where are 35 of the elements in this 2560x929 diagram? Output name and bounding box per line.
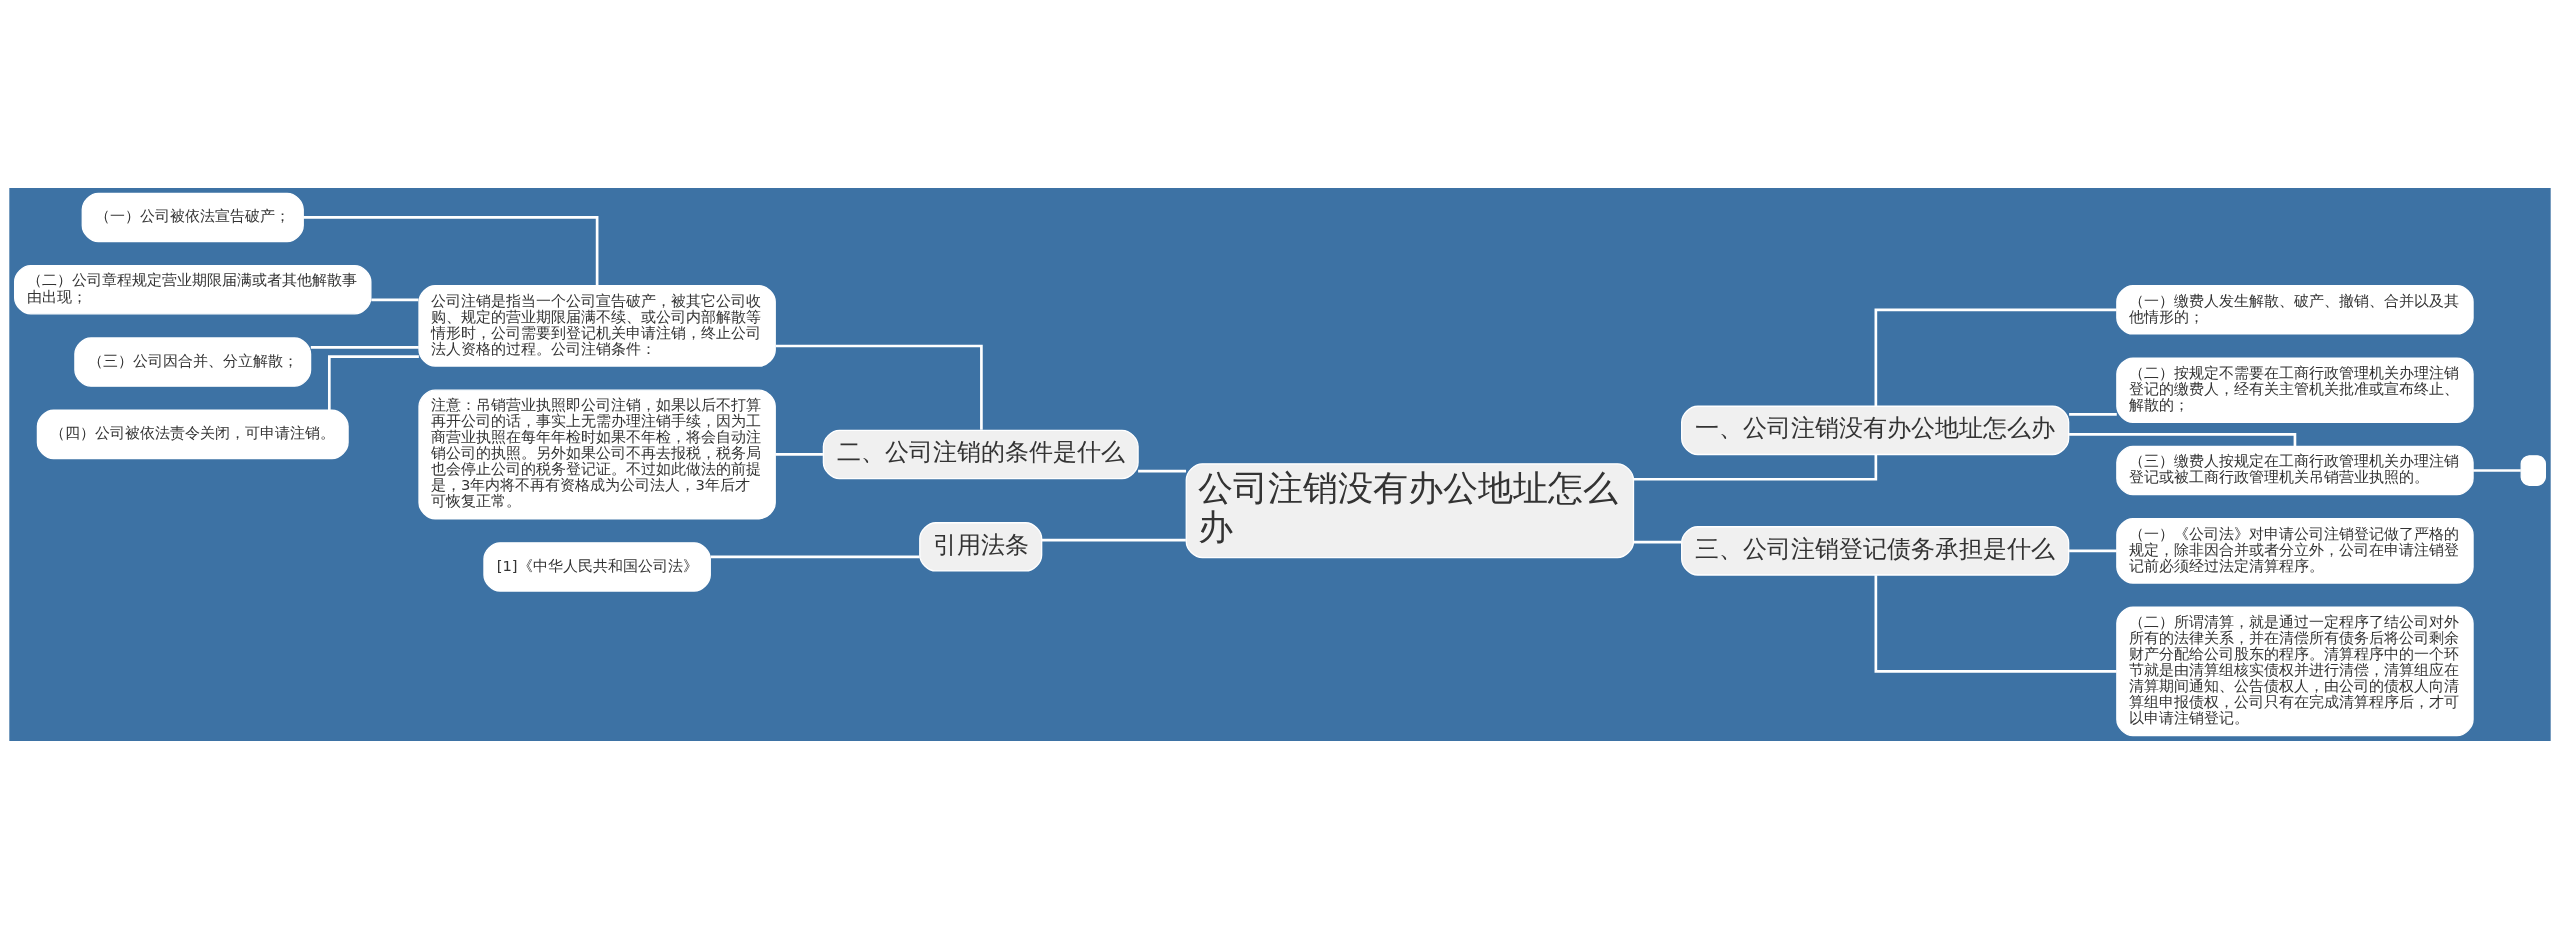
connector xyxy=(1041,538,1186,542)
connector xyxy=(1874,575,2117,673)
node-box: （二）所谓清算，就是通过一定程序了结公司对外所有的法律关系，并在清偿所有债务后将公司剩余财产分配给公司股东的程序。清算程序中的一个环节就是由清算组核实债权并进行清偿，清算组应在清算期间通知、公告债权人，由公司的债权人向清算组申报债权，公司只有在完成清算程序后，才可以申请注销登记。 xyxy=(2116,606,2474,737)
node-box: 注意：吊销营业执照即公司注销，如果以后不打算再开公司的话，事实上无需办理注销手续，因为工商营业执照在每年年检时如果不年检，将会自动注销公司的执照。另外如果公司不再去报税，税务局也会停止公司的税务登记证。不过如此做法的前提是，3年内将不再有资格成为公司法人，3年后才可恢复正常。 xyxy=(418,389,776,520)
connector xyxy=(1138,469,1187,473)
node-box: 二、公司注销的条件是什么 xyxy=(822,429,1139,480)
connector xyxy=(303,216,599,286)
node-box: 引用法条 xyxy=(919,522,1043,572)
node-box: （二）按规定不需要在工商行政管理机关办理注销登记的缴费人，经有关主管机关批准或宣布终止、解散的； xyxy=(2116,357,2474,423)
connector xyxy=(1633,454,1878,481)
connector xyxy=(2069,433,2297,447)
node-box: （三）公司因合并、分立解散； xyxy=(74,337,312,387)
connector xyxy=(328,355,419,411)
node-box xyxy=(2520,455,2546,486)
node-box: （三）缴费人按规定在工商行政管理机关办理注销登记或被工商行政管理机关吊销营业执照的。 xyxy=(2116,445,2474,496)
node-box: 公司注销是指当一个公司宣告破产，被其它公司收购、规定的营业期限届满不续、或公司内部解散等情形时，公司需要到登记机关申请注销，终止公司法人资格的过程。公司注销条件： xyxy=(418,285,776,367)
node-box: （一）公司被依法宣告破产； xyxy=(81,192,304,243)
connector xyxy=(2069,549,2117,553)
node-box: （一）《公司法》对申请公司注销登记做了严格的规定，除非因合并或者分立外，公司在申请注销登记前必须经过法定清算程序。 xyxy=(2116,518,2474,584)
node-box: （四）公司被依法责令关闭，可申请注销。 xyxy=(36,409,349,460)
node-box: [1]《中华人民共和国公司法》 xyxy=(483,542,711,592)
connector xyxy=(1633,540,1682,544)
node-box: 一、公司注销没有办公地址怎么办 xyxy=(1681,405,2070,456)
node-box: 三、公司注销登记债务承担是什么 xyxy=(1681,526,2070,576)
connector xyxy=(775,453,823,456)
node-box: （一）缴费人发生解散、破产、撤销、合并以及其他情形的； xyxy=(2116,285,2474,335)
connector xyxy=(310,346,419,349)
connector xyxy=(371,298,419,302)
connector xyxy=(1874,308,2117,406)
node-box: 公司注销没有办公地址怎么办 xyxy=(1185,463,1635,559)
connector xyxy=(2069,412,2117,416)
connector xyxy=(775,344,983,430)
connector xyxy=(2473,469,2521,472)
connector xyxy=(710,555,920,559)
node-box: （二）公司章程规定营业期限届满或者其他解散事由出现； xyxy=(14,265,372,315)
